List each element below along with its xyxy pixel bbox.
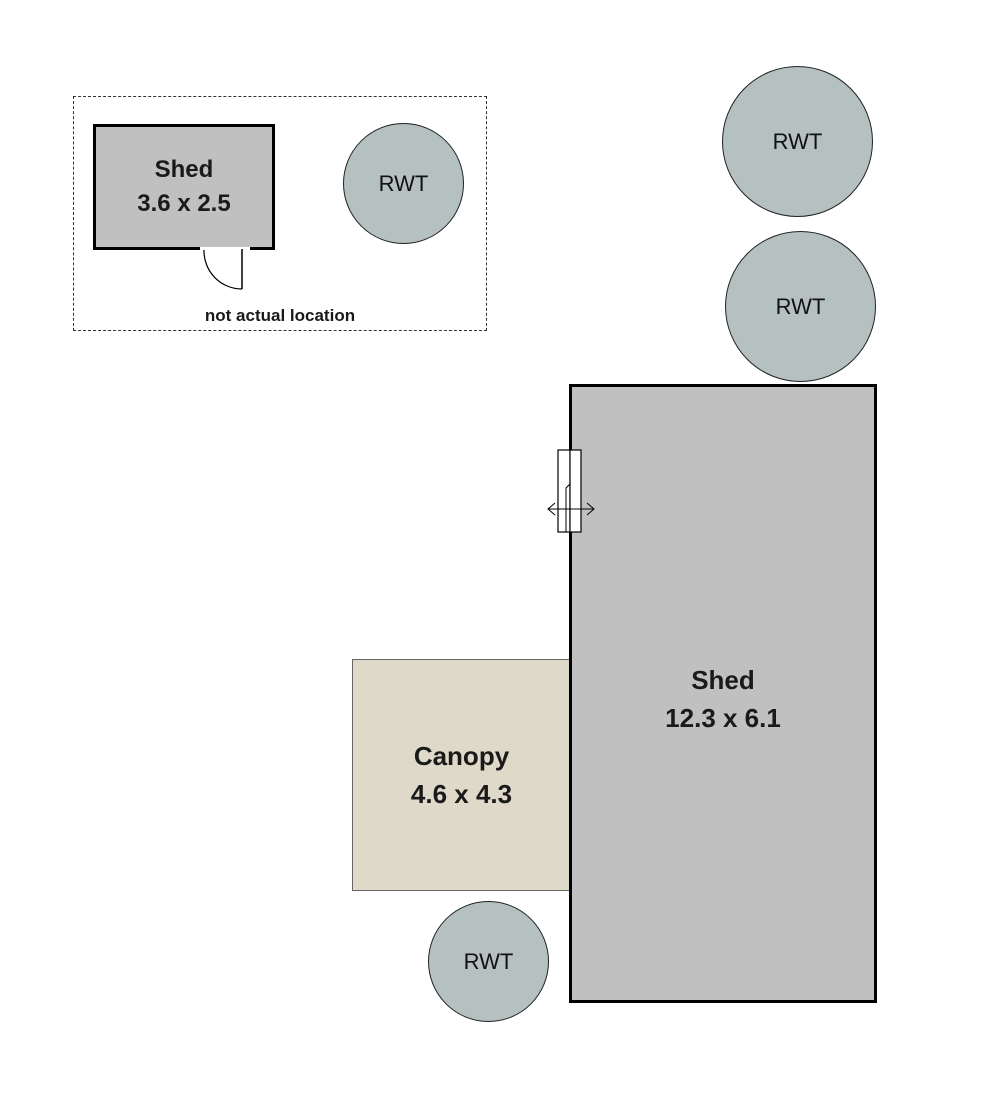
small-shed: Shed 3.6 x 2.5 (93, 124, 275, 250)
sliding-door-icon (547, 449, 595, 533)
rwt-label: RWT (463, 948, 514, 974)
small-shed-dimensions: 3.6 x 2.5 (137, 190, 231, 217)
rainwater-tank-top: RWT (722, 66, 873, 217)
rwt-label: RWT (378, 170, 429, 196)
main-shed: Shed 12.3 x 6.1 (569, 384, 877, 1003)
inset-frame (73, 96, 487, 331)
canopy-label: Canopy (413, 741, 510, 771)
rainwater-tank-bottom: RWT (428, 901, 549, 1022)
small-shed-label: Shed (154, 156, 214, 183)
rwt-label: RWT (772, 128, 823, 154)
door-swing-icon (200, 247, 250, 290)
not-actual-location-note: not actual location (204, 306, 356, 325)
main-shed-dimensions: 12.3 x 6.1 (665, 702, 781, 733)
small-shed-text: Shed 3.6 x 2.5 (137, 153, 230, 221)
canopy: Canopy 4.6 x 4.3 (352, 659, 571, 891)
rainwater-tank-inset: RWT (343, 123, 464, 244)
canopy-text: Canopy 4.6 x 4.3 (411, 737, 512, 813)
rainwater-tank-middle: RWT (725, 231, 876, 382)
main-shed-text: Shed 12.3 x 6.1 (665, 661, 781, 737)
main-shed-label: Shed (691, 664, 755, 695)
canopy-dimensions: 4.6 x 4.3 (410, 779, 513, 809)
rwt-label: RWT (775, 293, 826, 319)
